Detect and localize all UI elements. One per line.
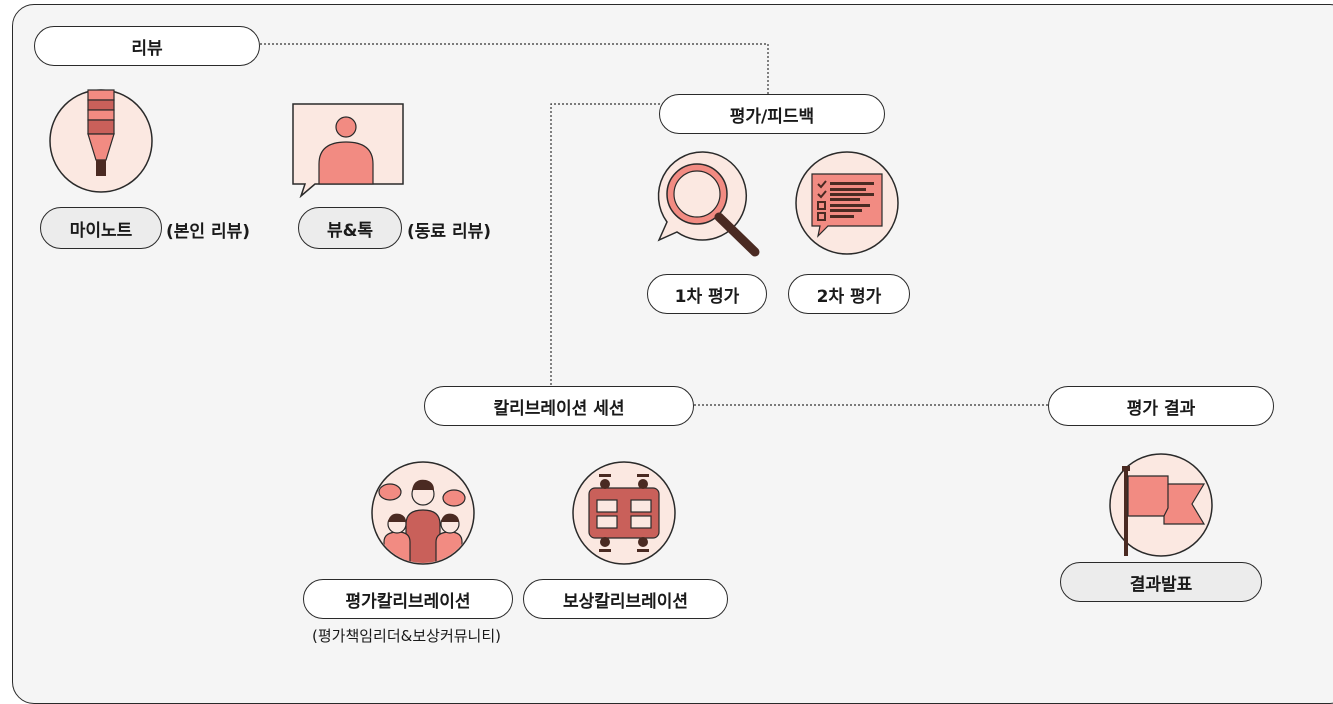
connector-evaluation-calibration — [550, 103, 660, 386]
eval-calibration-button[interactable]: 평가칼리브레이션 — [303, 579, 513, 619]
connector-review-evaluation — [260, 43, 769, 94]
person-chat-icon — [292, 103, 404, 198]
first-eval-button[interactable]: 1차 평가 — [647, 274, 767, 314]
view-talk-desc: (동료 리뷰) — [407, 222, 492, 242]
flag-icon — [1109, 453, 1213, 557]
my-note-button[interactable]: 마이노트 — [40, 207, 162, 249]
connector-lines — [260, 43, 1048, 406]
marker-icon — [49, 89, 153, 193]
view-talk-button[interactable]: 뷰&톡 — [298, 207, 402, 249]
review-title-pill: 리뷰 — [34, 26, 260, 66]
result-announce-button[interactable]: 결과발표 — [1060, 562, 1262, 602]
magnifier-icon — [657, 151, 760, 257]
people-discussion-icon — [371, 461, 475, 565]
calibration-title-pill: 칼리브레이션 세션 — [424, 386, 694, 426]
result-title-pill: 평가 결과 — [1048, 386, 1274, 426]
second-eval-button[interactable]: 2차 평가 — [788, 274, 910, 314]
eval-calibration-desc: (평가책임리더&보상커뮤니티) — [312, 627, 502, 645]
my-note-desc: (본인 리뷰) — [166, 222, 251, 242]
checklist-icon — [795, 151, 899, 255]
comp-calibration-button[interactable]: 보상칼리브레이션 — [523, 579, 728, 619]
meeting-table-icon — [572, 461, 676, 565]
evaluation-title-pill: 평가/피드백 — [659, 94, 885, 134]
